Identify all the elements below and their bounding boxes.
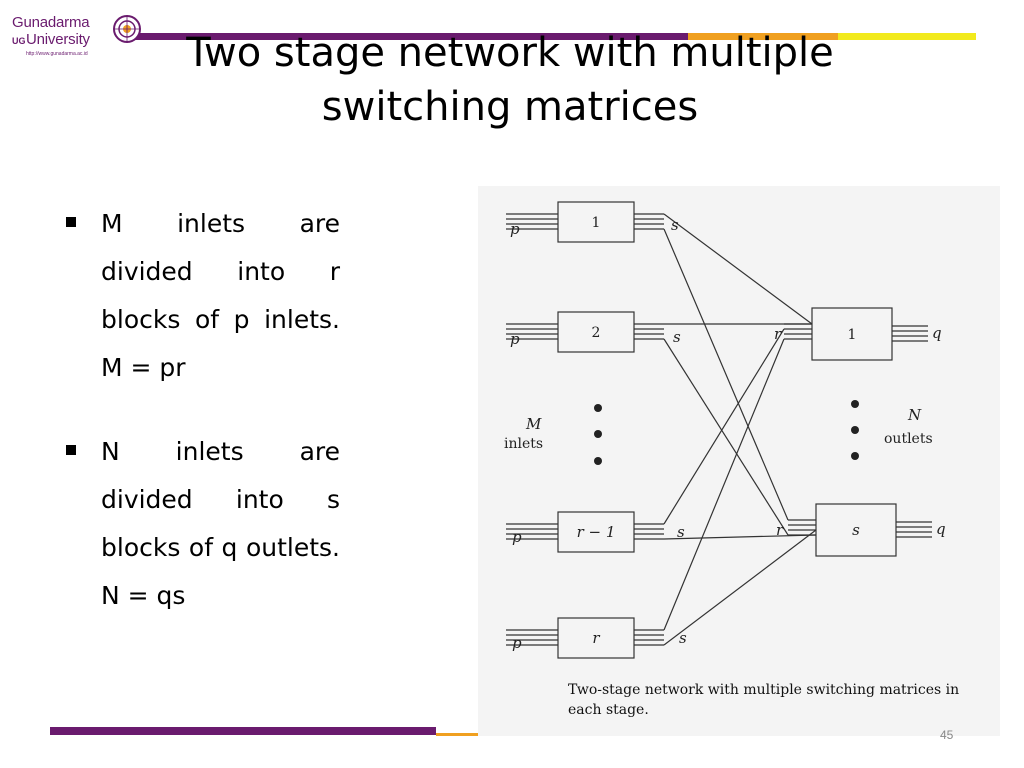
- right-group-symbol: N: [907, 406, 922, 424]
- university-seal-icon: [113, 15, 141, 43]
- left-group-text: inlets: [504, 436, 543, 452]
- stage1-block-r-minus-1: [557, 511, 635, 553]
- two-stage-network-diagram: 1 2 r − 1 r 1 s p p p p s s s s r r q q …: [504, 201, 946, 659]
- bullet-item: N inlets are divided into s blocks of q …: [64, 428, 340, 620]
- network-diagram-figure: 1 2 r − 1 r 1 s p p p p s s s s r r q q …: [478, 186, 1000, 736]
- ellipsis-dot: [851, 426, 859, 434]
- ellipsis-dot: [594, 430, 602, 438]
- inlet-label-p: p: [510, 330, 520, 348]
- slide-title: Two stage network with multiple switchin…: [186, 30, 834, 130]
- stage2-block-label: 1: [848, 327, 857, 343]
- outlet-label-q: q: [932, 324, 942, 342]
- top-accent-stripe-yellow: [838, 33, 976, 40]
- stage1-block-label: 2: [592, 325, 601, 341]
- left-group-symbol: M: [525, 415, 542, 433]
- outlet-label-q: q: [936, 520, 946, 538]
- stage1-outlet-label-s: s: [673, 328, 681, 346]
- bottom-accent-stripe-purple: [50, 727, 436, 735]
- inlet-label-p: p: [510, 220, 520, 238]
- bullet-text: N inlets are divided into s blocks of q …: [101, 437, 340, 610]
- ellipsis-dot: [851, 452, 859, 460]
- bullet-text: M inlets are divided into r blocks of p …: [101, 209, 340, 382]
- logo-url: http://www.gunadarma.ac.id: [26, 51, 88, 57]
- logo-text-line1: Gunadarma: [12, 14, 90, 31]
- top-accent-stripe-purple: [120, 33, 688, 40]
- logo-uc-mark: UG: [12, 36, 26, 46]
- bullet-list: M inlets are divided into r blocks of p …: [64, 200, 340, 656]
- logo-text-line2: University: [26, 31, 90, 48]
- stage2-inlet-label-r: r: [774, 325, 782, 343]
- stage1-block-label: 1: [592, 215, 601, 231]
- figure-caption: Two-stage network with multiple switchin…: [568, 682, 960, 718]
- stage1-block-label: r: [592, 629, 600, 647]
- stage1-outlet-label-s: s: [671, 216, 679, 234]
- stage1-block-1: [557, 201, 635, 243]
- stage1-block-r: [557, 617, 635, 659]
- right-group-text: outlets: [884, 431, 933, 447]
- university-logo: Gunadarma UG University http://www.gunad…: [6, 14, 146, 66]
- square-bullet-icon: [66, 445, 76, 455]
- ellipsis-dot: [594, 457, 602, 465]
- bullet-item: M inlets are divided into r blocks of p …: [64, 200, 340, 392]
- ellipsis-dot: [851, 400, 859, 408]
- stage2-block-label: s: [852, 521, 860, 539]
- square-bullet-icon: [66, 217, 76, 227]
- stage2-inlet-label-r: r: [776, 521, 784, 539]
- stage1-outlet-label-s: s: [679, 629, 687, 647]
- stage1-block-2: [557, 311, 635, 353]
- inlet-label-p: p: [512, 528, 522, 546]
- inlet-label-p: p: [512, 634, 522, 652]
- page-number: 45: [940, 728, 954, 742]
- stage1-block-label: r − 1: [577, 523, 616, 541]
- ellipsis-dot: [594, 404, 602, 412]
- top-accent-stripe-orange: [688, 33, 838, 40]
- stage1-outlet-label-s: s: [677, 523, 685, 541]
